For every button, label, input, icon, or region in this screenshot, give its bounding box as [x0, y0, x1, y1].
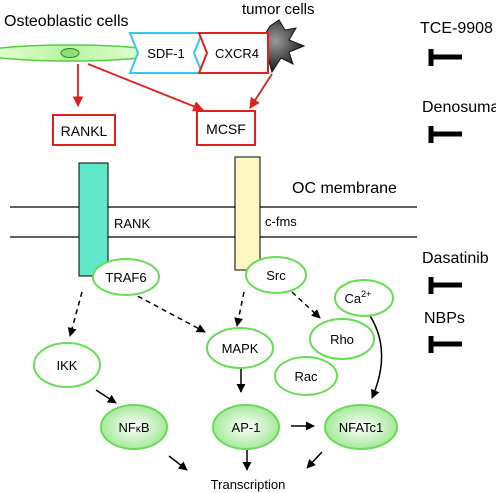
src-label: Src	[266, 268, 286, 283]
arrow-osteoblast-to-mcsf	[87, 63, 205, 112]
ikk-label: IKK	[57, 358, 78, 373]
nfkb-suffix: B	[141, 420, 150, 435]
rho-node	[309, 318, 375, 360]
arrow-tumor-to-mcsf	[249, 73, 273, 109]
osteoblastic-nucleus	[60, 48, 80, 58]
cxcr4-label: CXCR4	[215, 46, 259, 61]
calcium-superscript: 2+	[361, 289, 371, 299]
src-node	[245, 256, 307, 294]
cfms-receptor	[234, 156, 261, 271]
inhibitor-label: NBPs	[424, 310, 465, 327]
mapk-label: MAPK	[222, 341, 259, 356]
rac-node	[274, 356, 338, 396]
arrow-ikk-nfkb	[95, 389, 117, 404]
ap1-node	[212, 404, 280, 450]
inhibitor-denosumab: Denosumab	[422, 99, 496, 143]
rankl-label: RANKL	[61, 123, 108, 139]
calcium-base: Ca	[345, 291, 362, 306]
tumor-cells-label: tumor cells	[242, 1, 315, 18]
rac-label: Rac	[294, 369, 318, 384]
arrow-nfatc1-transcription	[306, 451, 323, 469]
rho-label: Rho	[330, 332, 354, 347]
inhibitor-label: Denosumab	[422, 99, 496, 116]
sdf1-label: SDF-1	[147, 46, 185, 61]
calcium-node	[334, 279, 394, 317]
ap1-label: AP-1	[232, 420, 261, 435]
nfatc1-node	[324, 404, 398, 450]
dashed-arrow-traf6-ikk	[67, 291, 83, 337]
nfkb-label: NFκB	[118, 420, 149, 435]
inhibitor-dasatinib: Dasatinib	[422, 250, 489, 294]
calcium-label: Ca2+	[345, 289, 372, 306]
mapk-node	[206, 327, 274, 369]
osteoblastic-cells-label: Osteoblastic cells	[4, 13, 129, 30]
nfkb-kappa: κ	[136, 424, 142, 435]
traf6-label: TRAF6	[105, 270, 146, 285]
inhibitor-label: TCE-9908	[420, 20, 493, 37]
rank-receptor	[78, 162, 109, 277]
nfkb-prefix: NF	[118, 420, 135, 435]
inhibitor-tce9908: TCE-9908	[420, 20, 493, 66]
traf6-node	[92, 258, 160, 296]
rankl-box	[52, 114, 116, 146]
cfms-label: c-fms	[265, 214, 297, 229]
dashed-arrow-src-mapk	[234, 291, 245, 327]
transcription-label: Transcription	[211, 477, 286, 492]
inhibitor-label: Dasatinib	[422, 250, 489, 267]
ikk-node	[33, 342, 101, 388]
arrow-nfkb-transcription	[168, 455, 188, 471]
inhibitor-nbps: NBPs	[424, 310, 465, 353]
oc-membrane-label: OC membrane	[292, 180, 397, 197]
cxcr4-receptor-shape	[197, 32, 269, 74]
mcsf-label: MCSF	[206, 121, 246, 137]
mcsf-box	[196, 110, 256, 146]
rank-label: RANK	[114, 216, 150, 231]
nfatc1-label: NFATc1	[339, 420, 384, 435]
dashed-arrow-traf6-mapk	[129, 291, 206, 333]
nfkb-node	[100, 404, 168, 450]
dashed-arrow-src-rho	[291, 291, 321, 319]
